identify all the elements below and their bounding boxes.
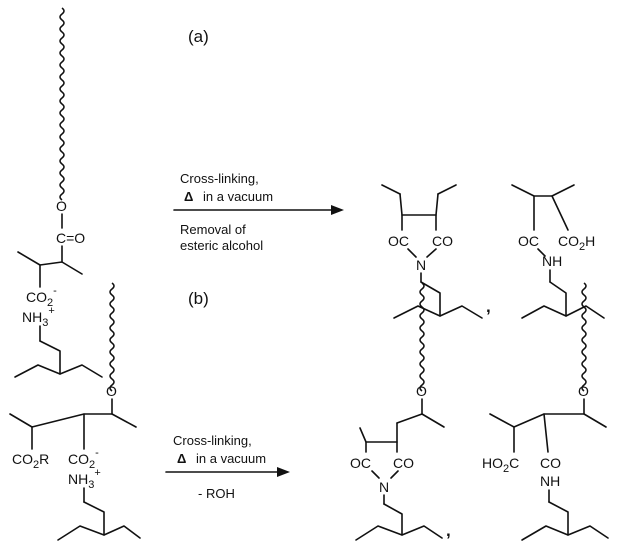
imide-nitrogen: N <box>379 479 389 495</box>
bond <box>543 413 549 453</box>
condition-line-1: Cross-linking, <box>180 171 259 186</box>
polymer-chain-wavy <box>59 7 65 201</box>
imide-carbonyl-left: OC <box>350 455 371 471</box>
amide-carbonyl-label: CO <box>540 455 561 471</box>
amine-backbone <box>549 281 567 317</box>
amine-backbone <box>521 525 609 541</box>
condition-line-3: - ROH <box>198 486 235 501</box>
backbone <box>511 184 575 197</box>
methyl-bond <box>437 184 457 195</box>
separator-comma: , <box>486 297 491 316</box>
product-amic-acid-a: OC CO2H NH <box>511 184 605 319</box>
panel-label-a: (a) <box>188 27 209 46</box>
ring-bond <box>371 470 380 479</box>
amine-backbone <box>420 281 441 317</box>
amine-backbone <box>393 305 483 319</box>
separator-comma: , <box>446 521 451 540</box>
polymer-chain-wavy <box>419 282 425 392</box>
amine-backbone <box>383 503 403 536</box>
condition-line-2: in a vacuum <box>196 451 266 466</box>
product-imide-b: O OC CO N <box>350 282 445 541</box>
backbone <box>9 413 137 428</box>
carboxylate-label: CO2- <box>26 285 57 309</box>
ester-oxygen-label: O <box>56 198 67 214</box>
ammonium-label: NH3+ <box>68 467 101 491</box>
amine-backbone <box>355 525 443 541</box>
condition-line-4: esteric alcohol <box>180 238 263 253</box>
methyl-bond <box>381 184 401 195</box>
bond <box>551 195 569 231</box>
amine-backbone <box>57 525 141 541</box>
product-amic-acid-b: O HO2C CO NH <box>482 282 609 541</box>
delta-symbol: Δ <box>184 189 193 204</box>
amide-nh-label: NH <box>542 253 562 269</box>
ether-oxygen-label: O <box>416 383 427 399</box>
imide-carbonyl-right: CO <box>393 455 414 471</box>
ammonium-label: NH3+ <box>22 305 55 329</box>
ring-bond <box>390 470 399 479</box>
carbonyl-label: C=O <box>56 230 85 246</box>
panel-label-b: (b) <box>188 289 209 308</box>
amine-backbone <box>521 305 605 319</box>
bond <box>396 413 423 424</box>
carboxylic-acid-label: HO2C <box>482 455 519 475</box>
ester-label: CO2R <box>12 451 49 471</box>
amine-backbone <box>548 501 569 536</box>
ring-bond <box>359 422 398 443</box>
backbone <box>489 413 607 428</box>
amide-nh-label: NH <box>540 473 560 489</box>
delta-symbol: Δ <box>177 451 186 466</box>
carboxylic-acid-label: CO2H <box>558 233 595 253</box>
polymer-chain-wavy <box>109 282 115 392</box>
bond <box>421 413 445 428</box>
condition-line-3: Removal of <box>180 222 246 237</box>
amide-carbonyl-label: OC <box>518 233 539 249</box>
imide-carbonyl-right: CO <box>432 233 453 249</box>
condition-line-1: Cross-linking, <box>173 433 252 448</box>
amine-backbone <box>14 364 103 378</box>
reactant-a: O C=O CO2- NH3+ <box>14 7 103 378</box>
imide-nitrogen: N <box>416 257 426 273</box>
arrow-head <box>277 467 290 477</box>
amine-backbone <box>39 340 61 375</box>
reaction-arrow-a: Cross-linking, Δ in a vacuum Removal of … <box>173 171 344 253</box>
reactant-b: O CO2R CO2- NH3+ <box>9 282 141 541</box>
ether-oxygen-label: O <box>578 383 589 399</box>
ring-bond <box>407 248 417 258</box>
bond <box>537 248 546 257</box>
ether-oxygen-label: O <box>106 383 117 399</box>
backbone <box>17 251 83 275</box>
reaction-arrow-b: Cross-linking, Δ in a vacuum - ROH <box>165 433 290 501</box>
ring-bond <box>426 248 437 258</box>
polymer-chain-wavy <box>581 282 587 392</box>
condition-line-2: in a vacuum <box>203 189 273 204</box>
ring-bond <box>399 193 439 216</box>
imide-carbonyl-left: OC <box>388 233 409 249</box>
carboxylate-label: CO2- <box>68 447 99 471</box>
product-imide-a: OC CO N <box>381 184 483 319</box>
amine-backbone <box>83 501 105 536</box>
arrow-head <box>331 205 344 215</box>
